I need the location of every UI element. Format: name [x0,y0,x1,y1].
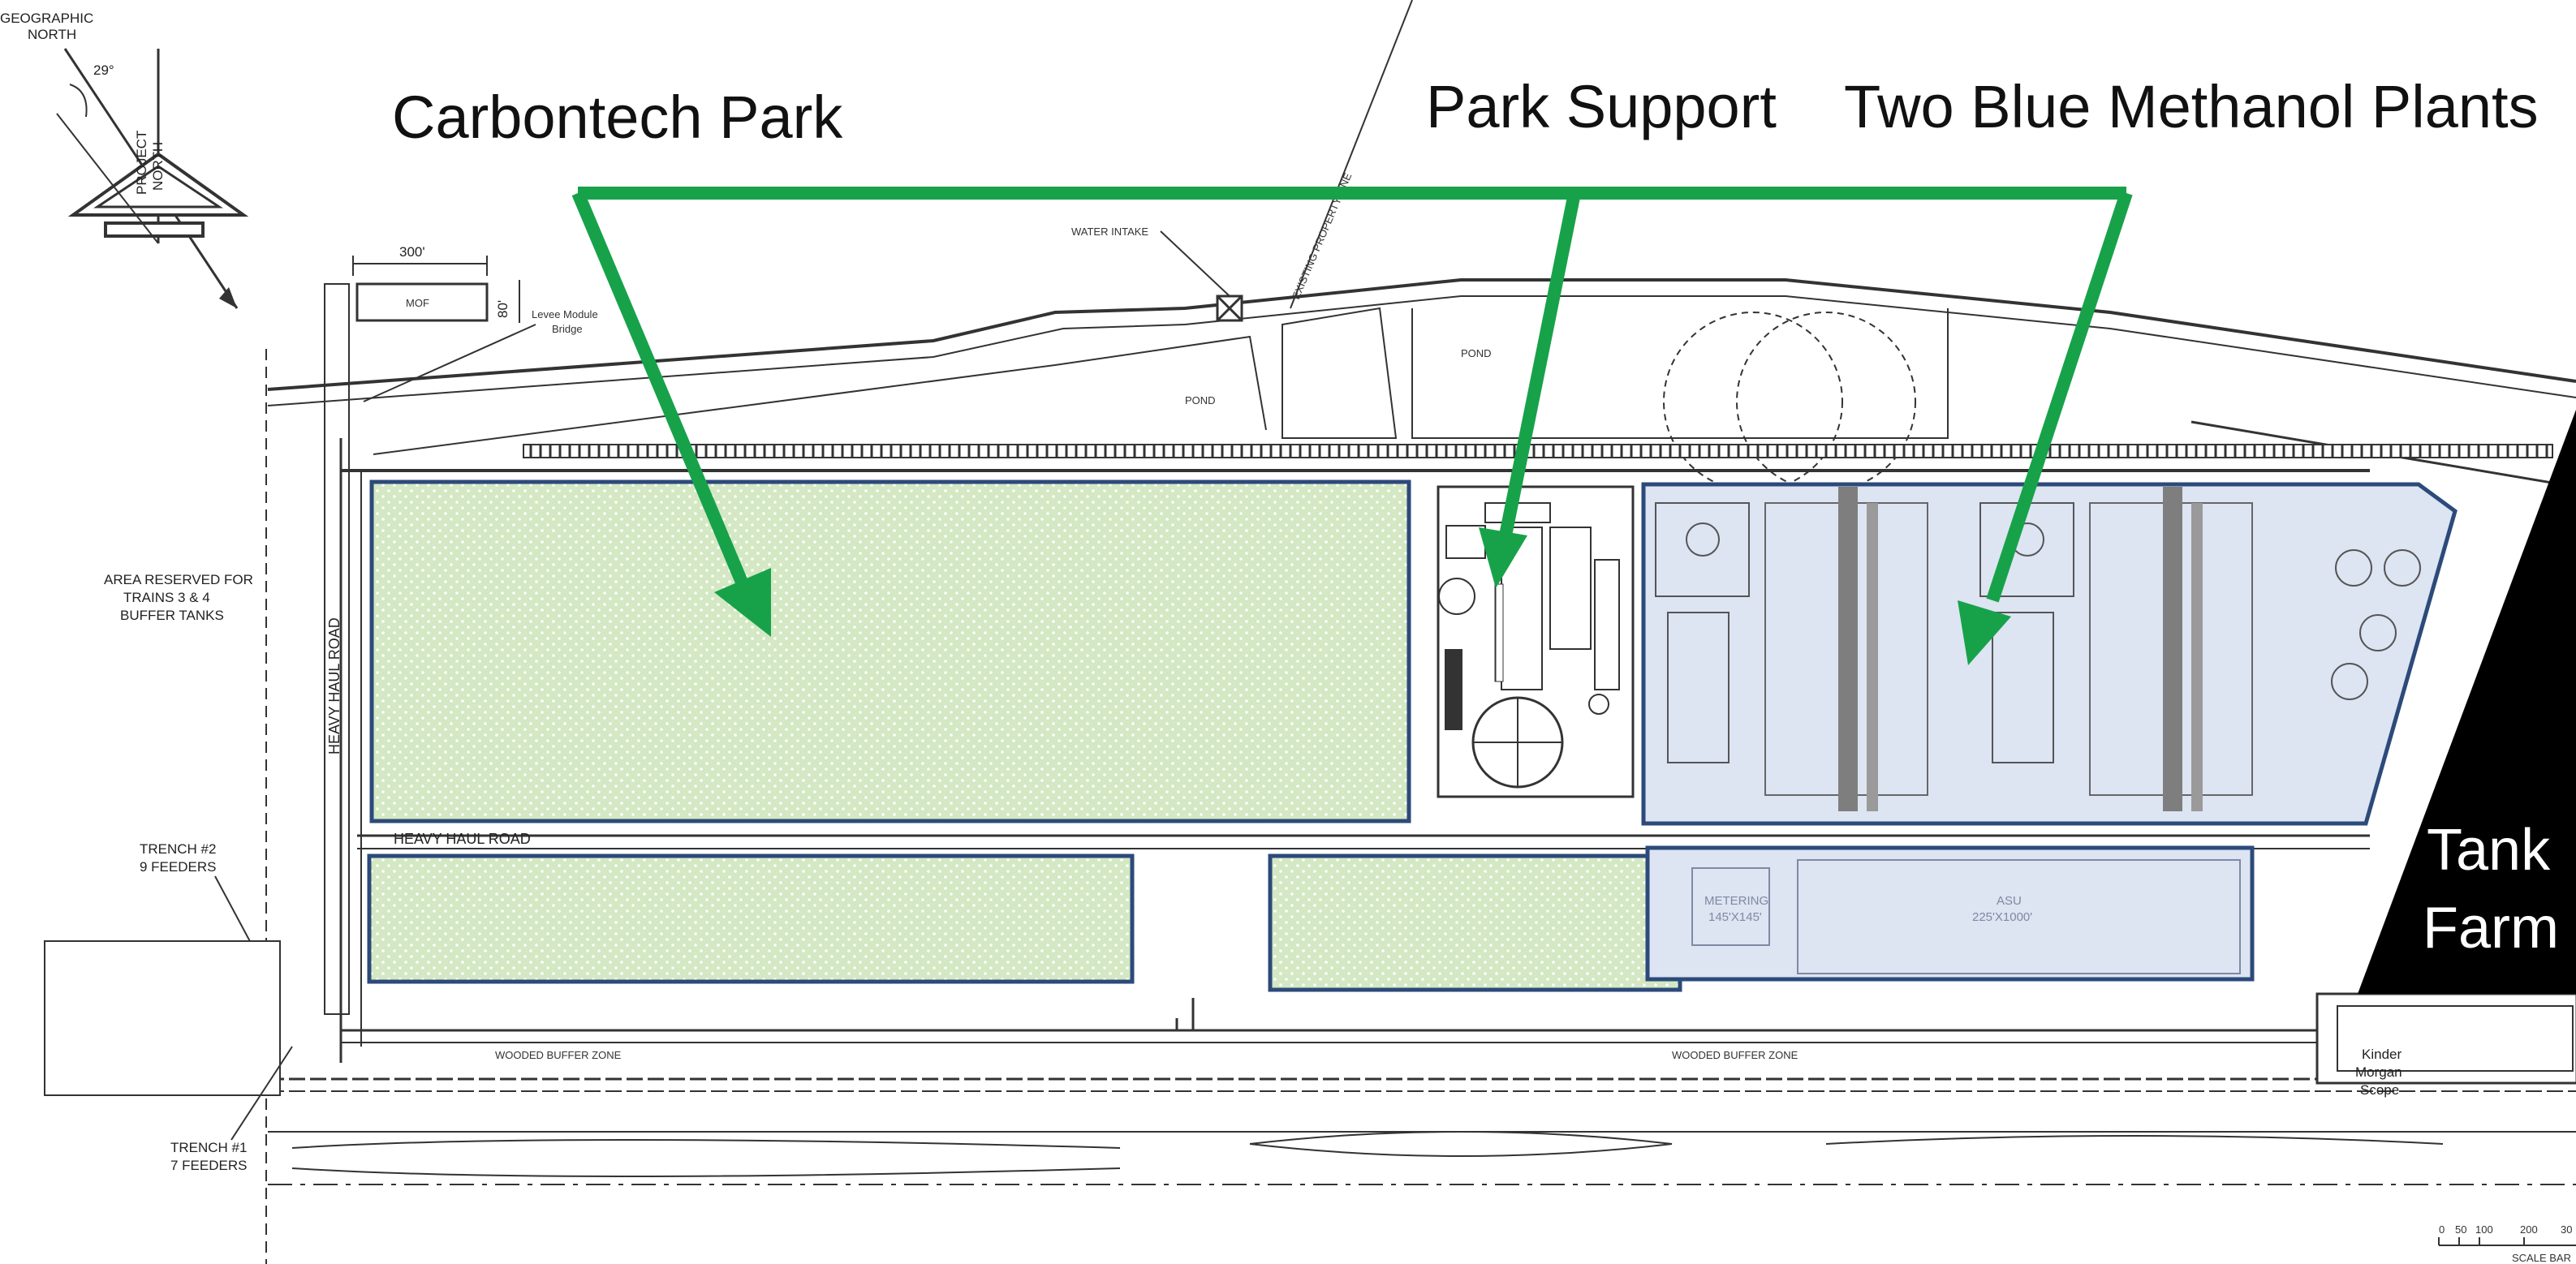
levee-label-2: Bridge [552,323,583,335]
utility-tanks [2331,549,2421,700]
site-linework [265,0,2576,1264]
north-geo-label-2: NORTH [28,27,76,42]
trench-2-label-2: 9 FEEDERS [140,859,216,875]
pond-label-2: POND [1461,347,1492,359]
arrow-methanol-head [1958,600,2011,665]
dim-300-label: 300' [399,244,425,260]
scale-tick-1: 50 [2455,1223,2466,1236]
north-geo-label-1: GEOGRAPHIC [0,11,93,26]
metering-label-2: 145'X145' [1708,910,1762,924]
tank-farm: Tank Farm [2358,410,2576,994]
arrow-park-support-head [1479,527,1527,588]
park-support-label: Park Support [1426,73,1777,140]
train-2 [1979,487,2253,811]
tank-farm-label-1: Tank [2427,818,2551,883]
methanol-plants-area: METERING 145'X145' ASU 225'X1000' [1641,482,2458,982]
mof-label: MOF [406,297,429,309]
carbontech-park-label: Carbontech Park [392,84,843,151]
wooded-buffer-label-2: WOODED BUFFER ZONE [1672,1049,1798,1061]
callout-arrows [571,187,2133,665]
trench-2-label-1: TRENCH #2 [140,841,216,857]
heavy-haul-road-vertical-label: HEAVY HAUL ROAD [326,617,342,755]
north-arrow-icon: GEOGRAPHIC NORTH 29° PROJECT NORTH [0,11,249,309]
trench-1-label-2: 7 FEEDERS [170,1158,247,1173]
north-proj-label-1: PROJECT [134,131,149,195]
asu-label-1: ASU [1997,894,2022,908]
scale-bar-label: SCALE BAR [2512,1252,2571,1264]
north-angle-label: 29° [93,62,114,78]
scale-tick-2: 100 [2475,1223,2493,1236]
north-proj-label-2: NORTH [150,142,166,191]
levee-label-1: Levee Module [532,308,598,320]
heavy-haul-road-horizontal-label: HEAVY HAUL ROAD [394,831,531,847]
reserved-area-label-3: BUFFER TANKS [120,608,224,623]
dim-80-label: 80' [495,300,510,318]
scale-tick-3: 200 [2520,1223,2538,1236]
scale-bar: 0 50 100 200 30 SCALE BAR [2438,1223,2576,1264]
reserved-area-label-2: TRAINS 3 & 4 [123,590,210,605]
pipe-rack [523,444,2553,458]
asu-label-2: 225'X1000' [1972,910,2032,924]
carbontech-parcel-main [369,479,1411,823]
arrow-carbontech-head [714,568,771,637]
pond-label-1: POND [1185,394,1216,406]
carbontech-parcel-south [1268,853,1682,992]
methanol-plants-label: Two Blue Methanol Plants [1844,73,2539,140]
trench-1-label-1: TRENCH #1 [170,1140,247,1155]
water-intake-label: WATER INTAKE [1071,226,1148,238]
tank-farm-label-2: Farm [2423,896,2559,961]
carbontech-parcel-southwest [367,853,1135,984]
scale-tick-4: 30 [2561,1223,2572,1236]
wooded-buffer-label-1: WOODED BUFFER ZONE [495,1049,622,1061]
scale-tick-0: 0 [2439,1223,2445,1236]
kinder-label-3: Scope [2360,1082,2399,1098]
kinder-label-1: Kinder [2362,1047,2402,1062]
park-support-area [1437,485,1635,798]
reserved-area-label-1: AREA RESERVED FOR [104,572,253,587]
mof-area: 300' MOF 80' Levee Module Bridge [324,244,598,1015]
metering-label-1: METERING [1704,894,1768,908]
train-1 [1655,487,1928,811]
kinder-label-2: Morgan [2355,1064,2402,1080]
carbontech-park-parcels [367,479,1682,992]
